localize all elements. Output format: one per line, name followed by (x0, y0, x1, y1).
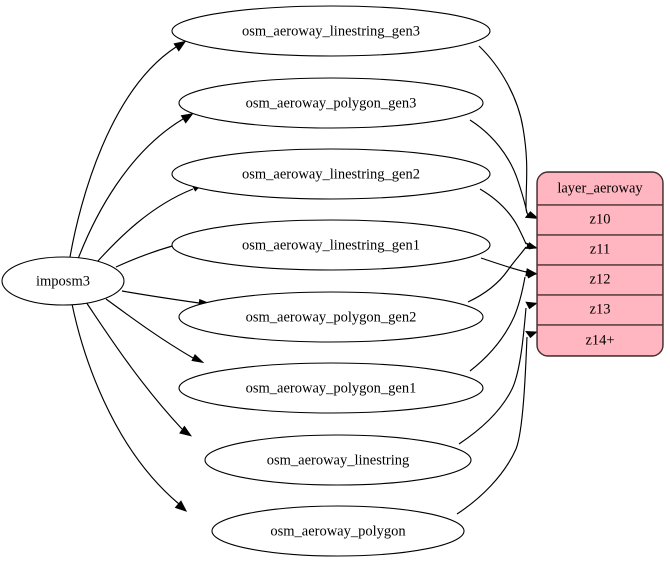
record-row-header-label: layer_aeroway (557, 180, 643, 196)
record-row-z12-bg (537, 264, 663, 296)
edge-imposm3-to-linestring (85, 301, 193, 437)
node-osm-aeroway-linestring-gen3-label: osm_aeroway_linestring_gen3 (242, 23, 420, 39)
edge-linestring-to-z13 (458, 301, 538, 445)
edge-polygon-gen2-to-z11 (467, 242, 539, 303)
node-imposm3[interactable]: imposm3 (1, 256, 125, 306)
record-row-z11-bg (537, 234, 663, 266)
node-osm-aeroway-linestring[interactable]: osm_aeroway_linestring (204, 434, 472, 486)
edge-imposm3-to-polygon-gen2 (121, 290, 211, 307)
edge-polygon-gen3-to-z10 (469, 119, 538, 218)
node-osm-aeroway-polygon[interactable]: osm_aeroway_polygon (211, 505, 465, 557)
edge-imposm3-to-polygon-gen1 (105, 298, 205, 364)
record-row-z10-bg (537, 204, 663, 236)
edge-polygon-gen1-to-z12 (469, 270, 538, 372)
node-imposm3-label: imposm3 (36, 273, 90, 289)
edge-linestring-gen2-to-z11 (479, 188, 538, 249)
record-row-z12-label: z12 (590, 271, 611, 287)
node-osm-aeroway-linestring-gen2[interactable]: osm_aeroway_linestring_gen2 (171, 148, 491, 200)
node-osm-aeroway-polygon-gen2-label: osm_aeroway_polygon_gen2 (246, 309, 417, 325)
edge-imposm3-to-linestring-gen3 (69, 40, 187, 258)
node-osm-aeroway-polygon-gen1-label: osm_aeroway_polygon_gen1 (246, 380, 417, 396)
node-osm-aeroway-linestring-label: osm_aeroway_linestring (267, 452, 410, 468)
node-osm-aeroway-polygon-gen3-label: osm_aeroway_polygon_gen3 (246, 95, 417, 111)
edge-imposm3-to-polygon (71, 303, 188, 512)
record-row-z10-label: z10 (590, 211, 611, 227)
edge-linestring-gen3-to-z10 (478, 45, 538, 219)
edge-polygon-to-z14plus (456, 331, 538, 515)
node-osm-aeroway-polygon-gen3[interactable]: osm_aeroway_polygon_gen3 (178, 77, 484, 129)
node-osm-aeroway-linestring-gen1-label: osm_aeroway_linestring_gen1 (242, 237, 420, 253)
node-osm-aeroway-polygon-gen2[interactable]: osm_aeroway_polygon_gen2 (178, 291, 484, 343)
node-osm-aeroway-linestring-gen1[interactable]: osm_aeroway_linestring_gen1 (171, 219, 491, 271)
node-osm-aeroway-linestring-gen2-label: osm_aeroway_linestring_gen2 (242, 166, 420, 182)
node-layer-aeroway[interactable]: layer_aeroway z10 z11 z12 z13 z14+ (536, 171, 664, 357)
record-row-z14plus-label: z14+ (585, 332, 614, 348)
record-row-z11-label: z11 (590, 241, 610, 257)
record-row-z14plus-bg (537, 324, 663, 356)
node-osm-aeroway-polygon-label: osm_aeroway_polygon (270, 523, 406, 539)
node-osm-aeroway-polygon-gen1[interactable]: osm_aeroway_polygon_gen1 (178, 362, 484, 414)
edge-imposm3-to-polygon-gen3 (77, 113, 194, 260)
record-row-header-bg (537, 172, 663, 206)
record-row-z13-label: z13 (590, 301, 611, 317)
record-outline (536, 171, 664, 357)
edge-group-tables-to-layer (456, 45, 539, 515)
node-osm-aeroway-linestring-gen3[interactable]: osm_aeroway_linestring_gen3 (171, 5, 491, 57)
